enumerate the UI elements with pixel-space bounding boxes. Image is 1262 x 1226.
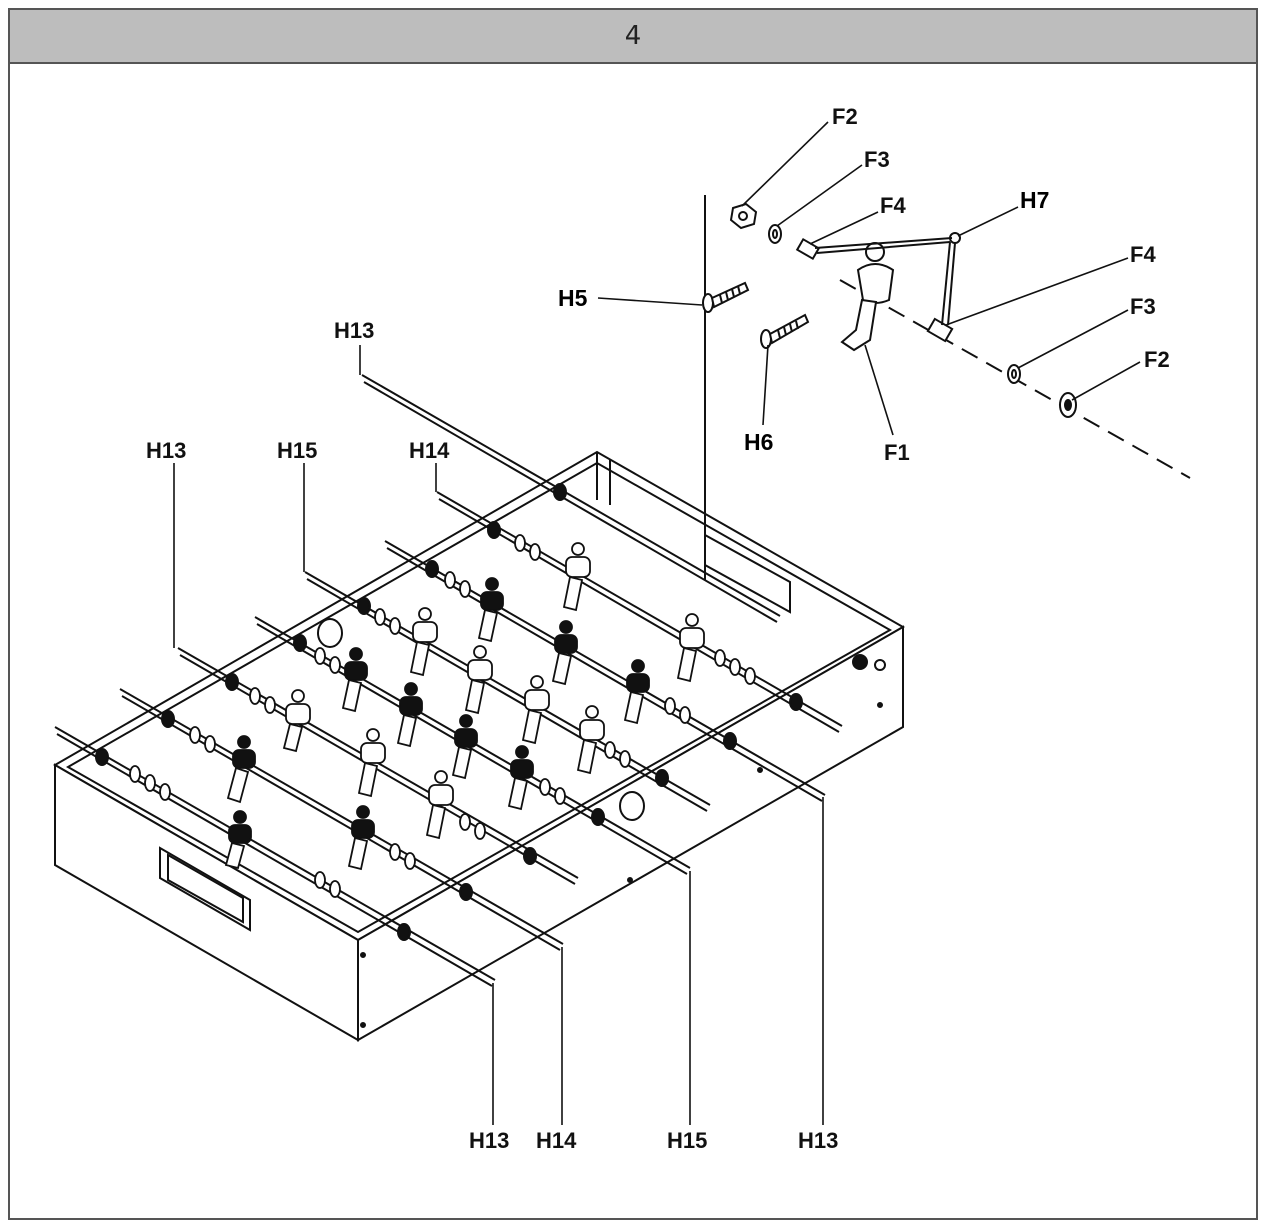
washer-f3-bottom xyxy=(1007,364,1021,384)
label-h14-top: H14 xyxy=(409,438,450,463)
player-f1 xyxy=(840,242,895,352)
label-f3-bottom: F3 xyxy=(1130,294,1156,319)
label-h13-left: H13 xyxy=(146,438,186,463)
label-h13-bottom-1: H13 xyxy=(469,1128,509,1153)
nut-f2-top xyxy=(729,202,758,230)
rod-7 xyxy=(436,491,843,733)
rod-bumpers xyxy=(129,534,756,898)
exploded-hardware xyxy=(702,195,1191,580)
rod-5 xyxy=(304,571,711,812)
screw-h5 xyxy=(702,281,750,313)
label-h13-bottom-2: H13 xyxy=(798,1128,838,1153)
leader-lines xyxy=(173,121,1141,1125)
label-f4-bottom: F4 xyxy=(1130,242,1156,267)
rod-8 xyxy=(361,374,781,623)
label-f2-top: F2 xyxy=(832,104,858,129)
label-f2-bottom: F2 xyxy=(1144,347,1170,372)
washer-f3-top xyxy=(768,224,782,244)
label-h14-bottom: H14 xyxy=(536,1128,577,1153)
spacer-f4-bottom xyxy=(926,317,954,343)
part-labels: F2 F3 F4 H7 F4 F3 F2 H5 H6 F1 H13 H13 H1… xyxy=(146,104,1170,1153)
step-number: 4 xyxy=(624,21,642,51)
label-h6: H6 xyxy=(744,429,773,455)
label-f4-top: F4 xyxy=(880,193,906,218)
players xyxy=(224,542,705,871)
label-f3-top: F3 xyxy=(864,147,890,172)
screw-h6 xyxy=(760,313,810,349)
label-h15-bottom: H15 xyxy=(667,1128,707,1153)
player-rods xyxy=(54,374,843,987)
step-header: 4 xyxy=(10,10,1256,64)
label-h15-top: H15 xyxy=(277,438,317,463)
label-h13-top: H13 xyxy=(334,318,374,343)
label-h7: H7 xyxy=(1020,187,1049,213)
label-h5: H5 xyxy=(558,285,588,311)
label-f1: F1 xyxy=(884,440,910,465)
